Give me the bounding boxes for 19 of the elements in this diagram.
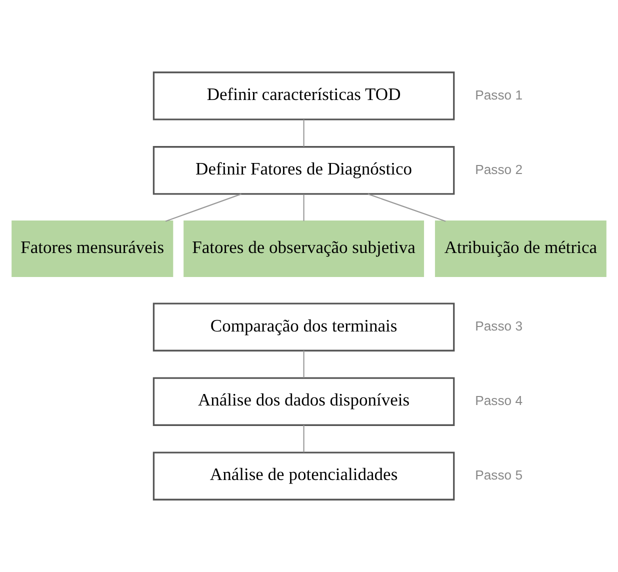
node-box: Fatores mensuráveis	[12, 220, 174, 277]
node-box: Análise de potencialidades	[152, 452, 455, 500]
node-box: Fatores de observação subjetiva	[184, 220, 424, 277]
node-box: Análise dos dados disponíveis	[152, 377, 455, 426]
node-box: Definir características TOD	[152, 72, 455, 120]
connector	[303, 194, 304, 222]
node-box: Atribuição de métrica	[434, 220, 606, 277]
node-label: Passo 3	[475, 318, 523, 334]
node-box: Comparação dos terminais	[152, 302, 455, 352]
node-label: Passo 2	[475, 162, 523, 177]
connector	[165, 194, 242, 222]
connector	[303, 120, 304, 147]
connector	[368, 194, 446, 222]
node-label: Passo 1	[475, 87, 523, 102]
node-label: Passo 4	[475, 392, 523, 408]
connector	[303, 425, 304, 452]
node-box: Definir Fatores de Diagnóstico	[152, 146, 455, 195]
node-label: Passo 5	[475, 467, 523, 482]
connector	[303, 350, 304, 378]
